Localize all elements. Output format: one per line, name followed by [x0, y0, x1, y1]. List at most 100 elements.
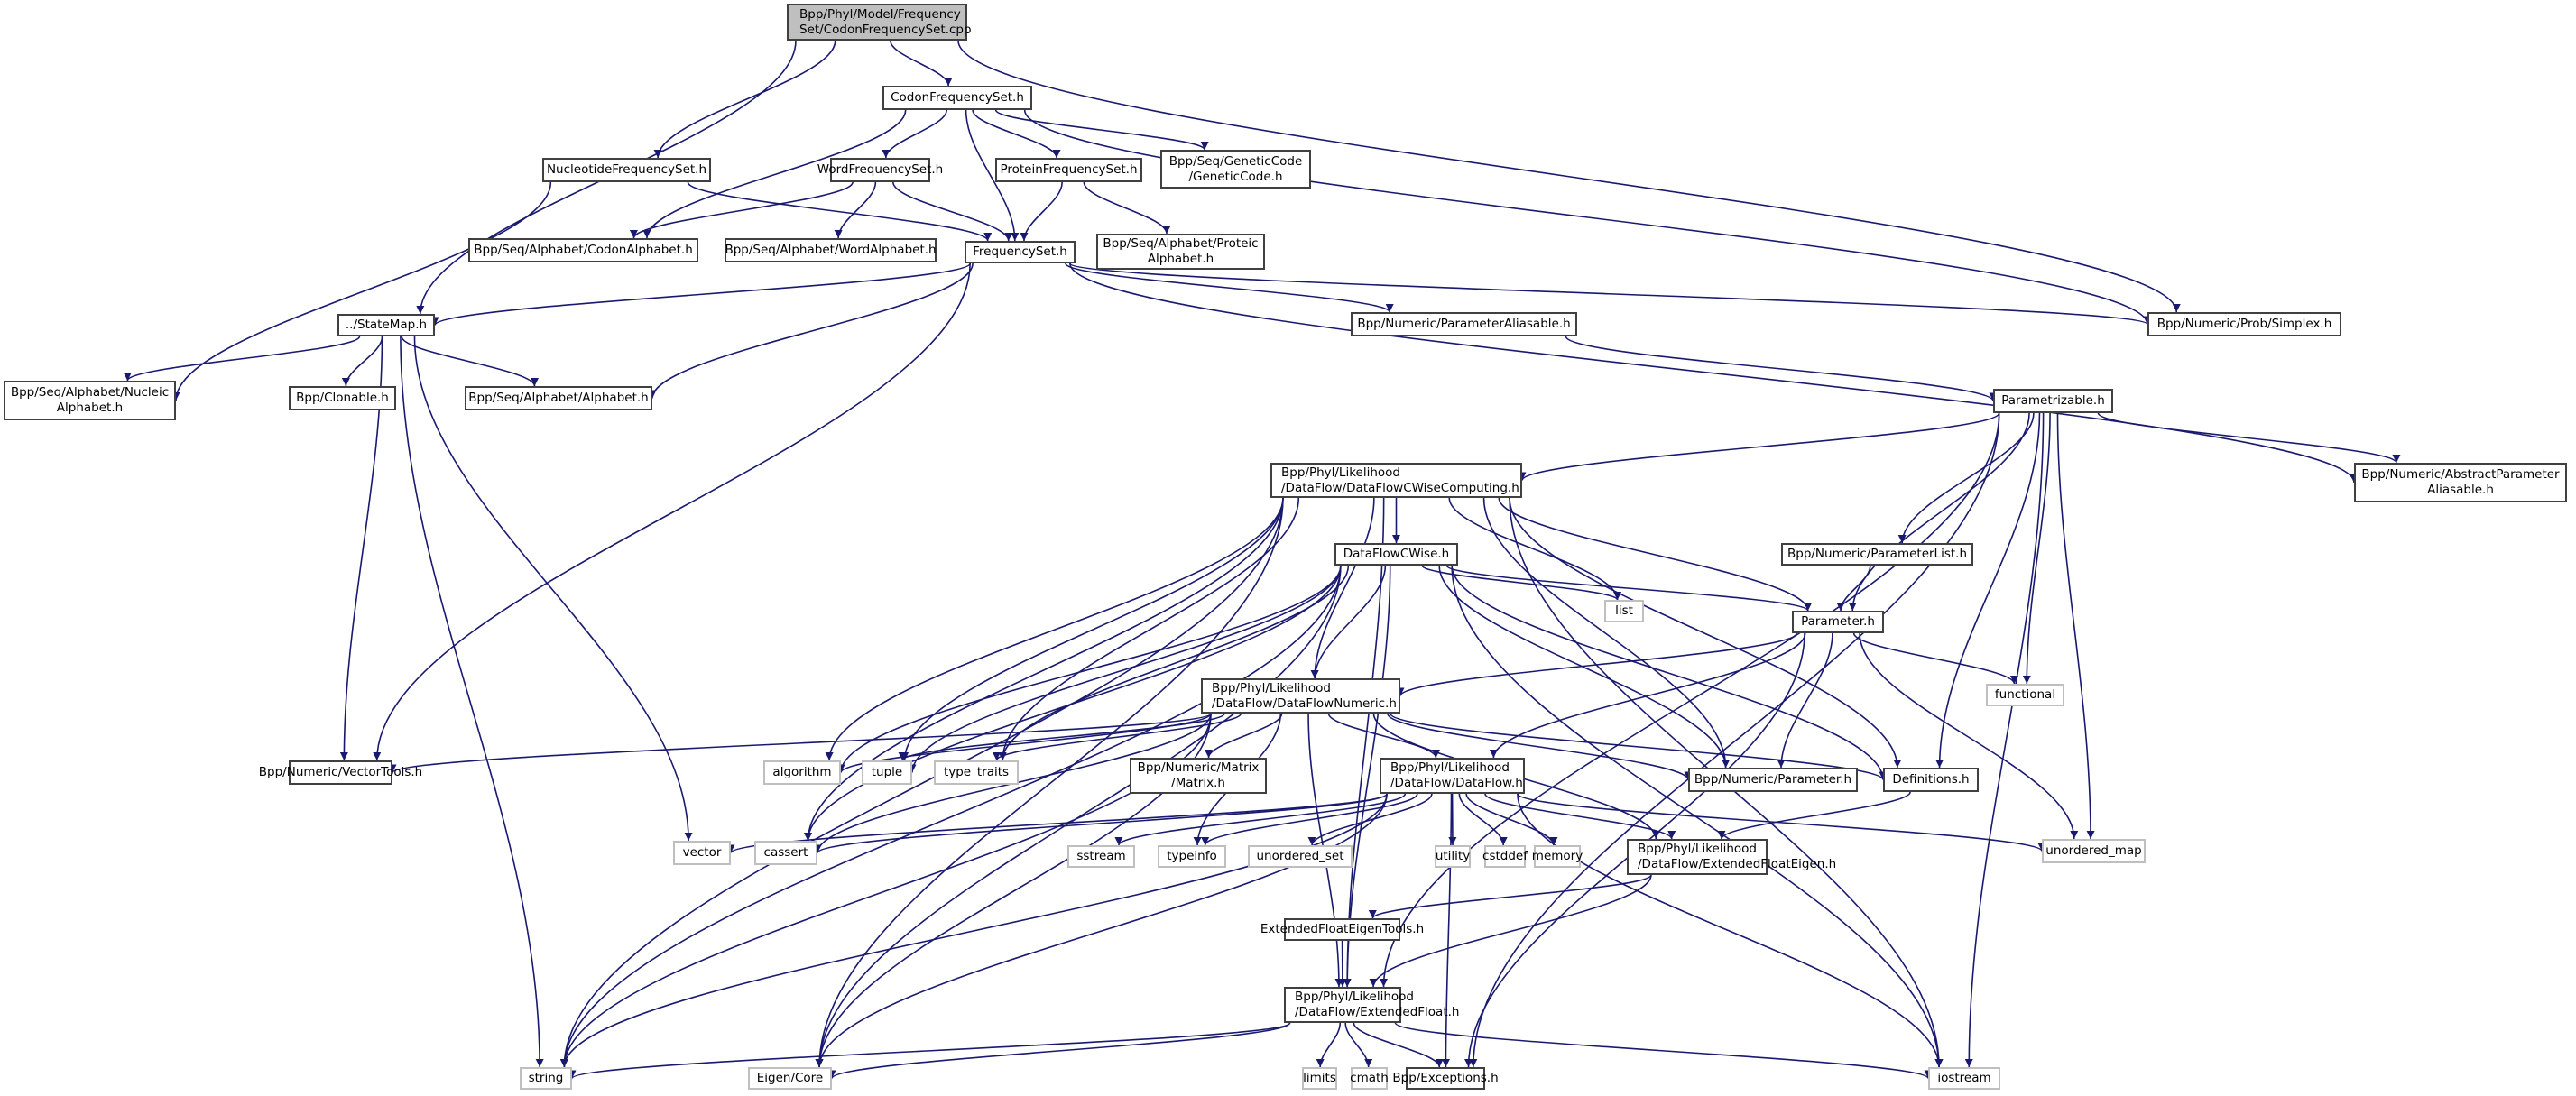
node-paramaliasable[interactable]: Bpp/Numeric/ParameterAliasable.h	[1351, 312, 1577, 336]
edge-nucfs-to-nucleicalpha	[171, 181, 552, 401]
edge-nucfs-to-freqset	[687, 181, 993, 242]
node-nucleicalpha[interactable]: Bpp/Seq/Alphabet/Nucleic Alphabet.h	[4, 381, 176, 420]
node-list: list	[1604, 600, 1644, 622]
edge-dfcwise-to-list	[1421, 565, 1621, 601]
edge-protfs-to-proteicalpha	[1083, 181, 1171, 235]
node-clonable[interactable]: Bpp/Clonable.h	[289, 386, 396, 410]
node-parameter[interactable]: Parameter.h	[1792, 611, 1884, 633]
edge-dfcwisecomp-to-extfloat	[1343, 497, 1385, 988]
node-numparameter[interactable]: Bpp/Numeric/Parameter.h	[1688, 768, 1858, 792]
node-paramlist[interactable]: Bpp/Numeric/ParameterList.h	[1781, 543, 1973, 566]
node-gencode[interactable]: Bpp/Seq/GeneticCode /GeneticCode.h	[1160, 150, 1311, 189]
node-wordalpha[interactable]: Bpp/Seq/Alphabet/WordAlphabet.h	[725, 238, 937, 262]
node-cmath: cmath	[1350, 1067, 1389, 1090]
node-label: Bpp/Numeric/Parameter.h	[1694, 772, 1852, 787]
node-label: cstddef	[1482, 849, 1528, 863]
node-freqset[interactable]: FrequencySet.h	[965, 241, 1076, 263]
node-label: Bpp/Seq/Alphabet/CodonAlphabet.h	[474, 243, 693, 257]
node-dfnumeric[interactable]: Bpp/Phyl/Likelihood /DataFlow/DataFlowNu…	[1201, 678, 1400, 714]
node-typeinfo: typeinfo	[1158, 845, 1226, 868]
edge-dfcwisecomp-to-cassert	[804, 497, 1284, 842]
edge-protfs-to-freqset	[1020, 181, 1063, 242]
node-root: Bpp/Phyl/Model/Frequency Set/CodonFreque…	[787, 4, 972, 41]
edge-extfloat-to-limits	[1316, 1022, 1342, 1068]
edge-dfcwisecomp-to-definitions	[1509, 497, 1902, 769]
node-type-traits: type_traits	[934, 760, 1019, 785]
node-iostream: iostream	[1928, 1067, 2000, 1090]
node-definitions[interactable]: Definitions.h	[1883, 768, 1979, 792]
node-label: Bpp/Seq/Alphabet/Alphabet.h	[468, 391, 649, 405]
node-absparamaliasable[interactable]: Bpp/Numeric/AbstractParameter Aliasable.…	[2354, 463, 2567, 502]
edge-parameter-to-dataflow	[1489, 632, 1806, 759]
node-proteicalpha[interactable]: Bpp/Seq/Alphabet/Proteic Alphabet.h	[1096, 234, 1265, 270]
node-codonfs[interactable]: CodonFrequencySet.h	[882, 86, 1032, 110]
node-label: Bpp/Numeric/Matrix /Matrix.h	[1137, 760, 1260, 790]
node-label: NucleotideFrequencySet.h	[546, 162, 707, 177]
node-nucfs[interactable]: NucleotideFrequencySet.h	[542, 158, 711, 182]
node-label: typeinfo	[1167, 849, 1217, 863]
edge-statemap-to-vector	[413, 336, 693, 842]
edge-dfcwise-to-eigencore	[815, 565, 1342, 1068]
edge-definitions-to-extfloateigen	[1717, 791, 1911, 840]
node-simplex[interactable]: Bpp/Numeric/Prob/Simplex.h	[2147, 312, 2341, 336]
node-label: Parametrizable.h	[2001, 393, 2105, 408]
node-cassert: cassert	[754, 841, 817, 865]
node-matrix[interactable]: Bpp/Numeric/Matrix /Matrix.h	[1130, 758, 1267, 794]
node-unordered-map: unordered_map	[2042, 839, 2146, 863]
node-extfloateigen[interactable]: Bpp/Phyl/Likelihood /DataFlow/ExtendedFl…	[1627, 839, 1836, 875]
node-statemap[interactable]: ../StateMap.h	[337, 314, 435, 336]
edge-dfcwise-to-parameter	[1445, 565, 1813, 612]
edge-freqset-to-vectortools	[373, 262, 971, 761]
node-label: DataFlowCWise.h	[1343, 547, 1450, 561]
node-label: algorithm	[772, 765, 832, 779]
edge-parametrizable-to-unordered_map	[2056, 412, 2095, 840]
edge-dataflow-to-eigencore	[815, 793, 1388, 1068]
node-label: Bpp/Exceptions.h	[1392, 1071, 1499, 1085]
node-label: Bpp/Phyl/Likelihood /DataFlow/ExtendedFl…	[1638, 842, 1837, 871]
edge-dataflow-to-exceptions	[1441, 793, 1453, 1068]
node-extfloat[interactable]: Bpp/Phyl/Likelihood /DataFlow/ExtendedFl…	[1284, 987, 1459, 1023]
node-label: Bpp/Numeric/ParameterAliasable.h	[1357, 317, 1571, 331]
node-string: string	[520, 1067, 572, 1090]
node-extfloateigentools[interactable]: ExtendedFloatEigenTools.h	[1260, 918, 1424, 941]
edge-codonfs-to-protfs	[972, 109, 1061, 159]
edge-freqset-to-absparamaliasable	[1069, 262, 2359, 484]
node-label: ../StateMap.h	[345, 318, 428, 332]
edge-statemap-to-string	[400, 336, 544, 1068]
node-protfs[interactable]: ProteinFrequencySet.h	[995, 158, 1142, 182]
edge-parameter-to-dfnumeric	[1396, 632, 1797, 697]
node-label: Bpp/Numeric/Prob/Simplex.h	[2156, 317, 2332, 331]
edge-dfcwisecomp-to-eigencore	[815, 497, 1284, 1068]
node-alphabet[interactable]: Bpp/Seq/Alphabet/Alphabet.h	[465, 386, 652, 410]
node-wordfs[interactable]: WordFrequencySet.h	[817, 158, 943, 182]
edge-dataflow-to-cstddef	[1458, 793, 1508, 846]
node-label: utility	[1435, 849, 1471, 863]
node-vectortools[interactable]: Bpp/Numeric/VectorTools.h	[259, 760, 422, 785]
node-dataflow[interactable]: Bpp/Phyl/Likelihood /DataFlow/DataFlow.h	[1380, 758, 1525, 794]
edge-freqset-to-alphabet	[648, 262, 974, 399]
edge-codonfs-to-freqset	[965, 109, 1020, 242]
node-parametrizable[interactable]: Parametrizable.h	[1993, 389, 2113, 413]
edge-freqset-to-paramaliasable	[1065, 262, 1394, 313]
node-dfcwisecomp[interactable]: Bpp/Phyl/Likelihood /DataFlow/DataFlowCW…	[1270, 463, 1522, 498]
node-functional: functional	[1986, 684, 2064, 706]
edge-dfcwise-to-tuple	[908, 565, 1342, 773]
node-dfcwise[interactable]: DataFlowCWise.h	[1334, 543, 1458, 566]
node-label: cassert	[763, 845, 808, 860]
node-label: list	[1615, 603, 1633, 618]
node-exceptions[interactable]: Bpp/Exceptions.h	[1392, 1067, 1499, 1090]
node-label: FrequencySet.h	[973, 244, 1067, 259]
node-label: unordered_set	[1256, 849, 1344, 863]
edge-dfcwisecomp-to-tuple	[900, 497, 1284, 761]
node-label: ProteinFrequencySet.h	[1000, 162, 1138, 177]
edge-parametrizable-to-parameter	[1848, 412, 2030, 612]
node-label: Bpp/Seq/GeneticCode /GeneticCode.h	[1168, 153, 1303, 184]
node-codonalpha[interactable]: Bpp/Seq/Alphabet/CodonAlphabet.h	[468, 238, 698, 262]
edge-parametrizable-to-paramlist	[1897, 412, 2035, 544]
edge-codonfs-to-simplex	[1023, 109, 2152, 325]
edge-dataflow-to-unordered_map	[1517, 793, 2046, 852]
node-label: tuple	[871, 765, 903, 779]
edge-root-to-codonfs	[890, 40, 953, 87]
node-label: Bpp/Seq/Alphabet/Nucleic Alphabet.h	[10, 385, 170, 415]
node-label: Bpp/Phyl/Likelihood /DataFlow/DataFlow.h	[1390, 760, 1523, 790]
